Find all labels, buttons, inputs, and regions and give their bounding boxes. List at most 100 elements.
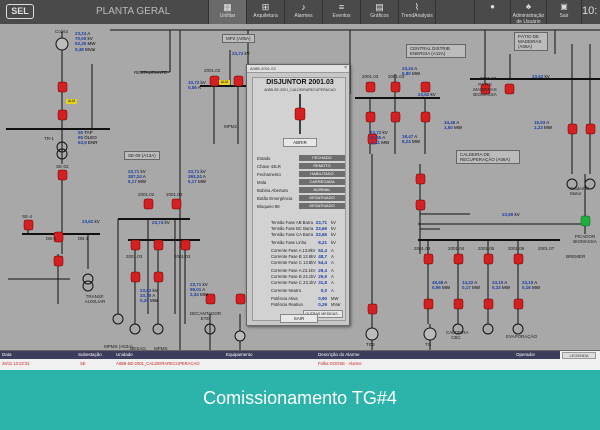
state-value: DESATIVADO xyxy=(299,203,345,209)
breaker-label: 2001.07 xyxy=(538,246,555,251)
measure-label: Tensão Fase BC Barra xyxy=(271,226,314,231)
label-caldeira: CALDEIRA DE RECUPERAÇÃO (A08A) xyxy=(456,150,520,164)
label-evaporacao: EVAPORAÇÃO xyxy=(506,334,538,339)
measure-value: 31,8 xyxy=(318,280,327,285)
grid-icon: ▦ xyxy=(223,2,232,12)
breaker-label: 2001.06 xyxy=(508,246,525,251)
measure-value: 29,5 xyxy=(318,274,327,279)
dialog-titlebar: A08B-2001.03 xyxy=(247,65,349,73)
state-label: Chave 43LR xyxy=(257,164,281,169)
dialog-body: DISJUNTOR 2001.03 A08B-SE-2001_CALDEIRAR… xyxy=(252,77,346,321)
admin-button[interactable]: ♣ Administração de Usuário xyxy=(510,0,546,25)
sel-logo: SEL xyxy=(6,4,34,19)
label-mpms: MPMS xyxy=(154,346,168,351)
label-tg: TG xyxy=(425,342,432,347)
meter-caldeira-bus: 23,69 kV xyxy=(502,212,520,217)
measure-unit: A xyxy=(331,260,334,265)
state-value: HABILITADO xyxy=(299,171,345,177)
alarm-row-descricao[interactable]: Falha GOOSE - Alarme xyxy=(318,361,362,366)
nav-unifilar[interactable]: ▦Unifilar xyxy=(208,0,246,24)
measure-value: 52,4 xyxy=(318,248,327,253)
sair-button[interactable]: SAIR xyxy=(280,314,318,323)
chart-icon: ▤ xyxy=(375,2,384,12)
alarm-tag[interactable]: ALM xyxy=(66,99,77,104)
nav-label: Gráficos xyxy=(370,13,389,19)
state-label: Bloqueio 86 xyxy=(257,204,280,209)
label-caldeira-cbc: CALDEIRA CBC xyxy=(446,330,469,340)
breaker-symbol xyxy=(294,94,306,134)
measure-value: 0,90 xyxy=(318,296,327,301)
nav-label: Eventos xyxy=(332,13,351,19)
alarm-tag[interactable]: ALM xyxy=(219,80,230,85)
label-mpm4: MPMS (A53A) xyxy=(104,344,133,349)
nav-graficos[interactable]: ▤Gráficos xyxy=(360,0,398,24)
alarm-col-data: Data xyxy=(2,352,12,357)
nav-eventos[interactable]: ≡Eventos xyxy=(322,0,360,24)
nav-alarmes[interactable]: ♪Alarmes xyxy=(284,0,322,24)
measure-unit: A xyxy=(331,248,334,253)
state-value: CARREGADA xyxy=(299,179,345,185)
measure-label: Corrente Fase B 23.1kV xyxy=(271,274,316,279)
label-db2: DB-2 xyxy=(46,236,57,241)
nav-label: Alarmes xyxy=(294,13,313,19)
label-db1: DB-1 xyxy=(78,236,89,241)
measure-unit: kV xyxy=(331,232,336,237)
measure-label: Corrente Fase C 13.8kV xyxy=(271,260,317,265)
trend-icon: ⌇ xyxy=(414,2,420,12)
exit-button[interactable]: ▣Sair xyxy=(546,0,582,24)
alarm-col-operador: Operador xyxy=(516,352,536,357)
label-se09: SE-09 (A13A) xyxy=(124,151,160,160)
user-button[interactable]: ● xyxy=(474,0,510,24)
close-icon[interactable]: × xyxy=(344,65,347,71)
breaker-label: 2001.02 xyxy=(138,192,155,197)
measure-label: Corrente Fase A 13.8kV xyxy=(271,248,316,253)
alarm-col-subestacao: Subestação xyxy=(78,352,102,357)
label-mpm2: MPM2 xyxy=(224,124,238,129)
alarm-row-unidade[interactable]: A08B-SE-2001_CALDEIRARECUPERACAO xyxy=(116,361,200,366)
legenda-button[interactable]: LEGENDA xyxy=(562,352,596,359)
abrir-button[interactable]: ABRIR xyxy=(283,138,317,147)
list-icon: ≡ xyxy=(338,2,345,12)
measure-value: 23,66 xyxy=(315,232,327,237)
nav-label: Unifilar xyxy=(219,13,236,19)
admin-label: Administração de Usuário xyxy=(512,13,545,25)
label-se4: SE-4 xyxy=(22,214,33,219)
meter-patio: 23,62 kV xyxy=(532,74,550,79)
label-transf-auxiliar: TRANSF. AUXILIAR xyxy=(84,294,106,304)
breaker-label: 2001.03 xyxy=(388,74,405,79)
dialog-subheading: A08B-SE-2001_CALDEIRARECUPERACAO xyxy=(264,88,336,92)
state-value: NORMAL xyxy=(299,187,345,193)
label-central: CENTRAL DISTRIB ENERGIA (A12A) xyxy=(406,44,466,58)
alarm-row-subestacao[interactable]: SE xyxy=(80,361,86,366)
measure-unit: A xyxy=(331,274,334,279)
measure-unit: kV xyxy=(331,220,336,225)
state-value: REMOTO xyxy=(299,163,345,169)
measure-label: Tensão Fase Linha xyxy=(271,240,307,245)
user-icon: ● xyxy=(490,2,495,11)
measure-unit: kV xyxy=(331,240,336,245)
measure-unit: MW xyxy=(331,296,339,301)
nav-trendanalysis[interactable]: ⌇TrendAnalysis xyxy=(398,0,436,24)
state-label: Bobina Abertura xyxy=(257,188,288,193)
measure-value: 29,4 xyxy=(318,268,327,273)
alarm-col-equipamento: Equipamento xyxy=(226,352,253,357)
meter-bus: 23,74 kV xyxy=(152,220,170,225)
diagram-lines xyxy=(6,29,600,350)
admin-icon: ♣ xyxy=(525,2,532,11)
exit-icon: ▣ xyxy=(560,2,568,11)
label-desag: DESAG. xyxy=(130,346,148,351)
measure-label: Corrente Fase C 23.1kV xyxy=(271,280,317,285)
alarm-row-date[interactable]: 26/11 13:22:01 xyxy=(2,361,30,366)
network-icon: ⊞ xyxy=(261,2,270,12)
breaker-label: 2001.03 xyxy=(414,246,431,251)
nav-arquitetura[interactable]: ⊞Arquitetura xyxy=(246,0,284,24)
